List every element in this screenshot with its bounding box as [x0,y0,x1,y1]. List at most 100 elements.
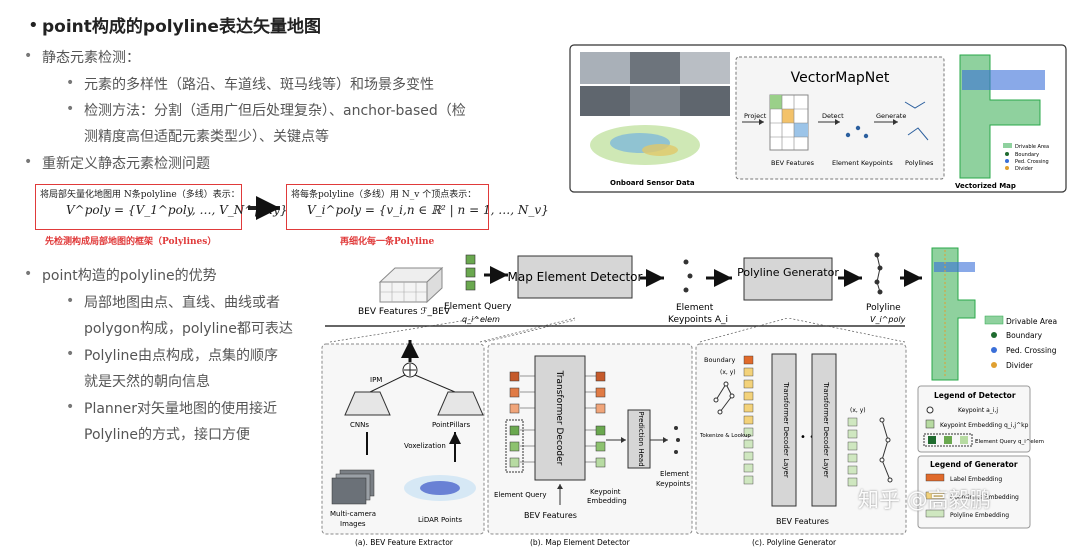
svg-text:Divider: Divider [1006,361,1034,370]
polyline-symbol: V_i^poly [870,315,906,324]
panel-c [695,343,907,535]
multicam-label: Multi-camera [330,510,376,518]
polyline-generator-label: Polyline Generator [737,266,839,279]
bullet-adv1-cont: polygon构成，polyline都可表达 [84,321,293,337]
map-element-detector-label: Map Element Detector [508,270,643,284]
detector-keypoints [674,426,680,454]
svg-text:Ped. Crossing: Ped. Crossing [1015,159,1049,165]
formula-left-box: 将局部矢量化地图用 N条polyline（多线）表示： V^poly = {V_… [35,184,287,230]
keypoints-symbol: Keypoints A_i [668,315,728,325]
formula-left-label: 将局部矢量化地图用 N条polyline（多线）表示： [40,190,240,200]
element-label: Element [676,303,714,313]
bullet-adv3-cont: Polyline的方式，接口方便 [84,427,250,443]
svg-text:Keypoint Embedding q_i,j^kp: Keypoint Embedding q_i,j^kp [940,422,1029,429]
svg-text:Coordinate Embedding: Coordinate Embedding [950,494,1019,501]
polylines-label-top: Polylines [905,159,934,167]
query-token [465,280,476,291]
decoder-layer-2-label: Transformer Decoder Layer [822,381,830,478]
formula-right-box: 将每条polyline（多线）用 N_v 个顶点表示： V_i^poly = {… [286,184,549,230]
formula-right-equation: V_i^poly = {v_i,n ∈ ℝ² | n = 1, …, N_v} [307,203,549,217]
panel-c-caption: (c). Polyline Generator [752,538,837,547]
bev-label-top: BEV Features [771,159,815,167]
cnn-trapezoid [344,391,391,416]
panel-b-bev: BEV Features [524,511,577,520]
legend-detector [917,385,1031,453]
bullet-adv3: Planner对矢量地图的使用接近 [84,401,278,417]
onboard-label: Onboard Sensor Data [610,179,695,187]
polyline-generator-box [743,257,833,301]
xy-label-output: (x, y) [850,407,866,414]
panel-b-element: Element [660,470,689,478]
title-bullet: • [28,15,39,36]
tokenize-label: Tokenize & Lookup [699,433,751,439]
bullet-adv2: Polyline由点构成，点集的顺序 [84,348,278,364]
prediction-head-label: Prediction Head [637,411,645,466]
watermark: 知乎 @高毅鹏 [858,488,991,512]
keypoints-top [845,125,869,139]
slide-title: point构成的polyline表达矢量地图 [42,17,321,37]
bev-features-label: BEV Features ℱ_BEV [358,307,451,317]
svg-text:Element Query q_i^elem: Element Query q_i^elem [975,439,1044,445]
xy-label-input: (x, y) [720,369,736,376]
bev-grid-top [769,94,809,151]
formula-left-caption: 先检测构成局部地图的框架（Polylines） [45,237,217,247]
polyline-label: Polyline [866,303,901,313]
bullet-adv1: 局部地图由点、直线、曲线或者 [84,295,280,311]
detect-label: Detect [822,112,844,120]
bullet-methods: 检测方法：分割（适用广但后处理复杂）、anchor-based（检 [84,103,466,119]
bullet-adv2-cont: 就是天然的朝向信息 [84,374,210,390]
svg-text:Boundary: Boundary [1006,331,1043,340]
panel-b-embedding: Embedding [587,497,627,505]
element-query-label: Element Query [444,302,512,312]
project-label: Project [744,112,767,120]
bullet-marker: • [24,154,33,170]
generate-label: Generate [876,112,906,120]
panel-a-caption: (a). BEV Feature Extractor [355,538,454,547]
keypoints-label-top: Element Keypoints [832,159,893,167]
map-element-detector-box [517,255,633,299]
keypoints-main [683,259,693,293]
element-query-symbol: q_i^elem [462,315,500,324]
bullet-static-detection: 静态元素检测： [42,50,140,66]
generator-input-tokens [743,355,754,485]
svg-text:Divider: Divider [1015,166,1034,172]
bev-cube [378,266,444,304]
bullet-diversity: 元素的多样性（路沿、车道线、斑马线等）和场景多变性 [84,77,434,93]
pointpillars-trapezoid [437,391,484,416]
bullet-marker: • [66,293,75,309]
bullet-methods-cont: 测精度高但适配元素类型少）、关键点等 [84,129,329,145]
cnns-label: CNNs [350,421,369,429]
ipm-label: IPM [370,376,382,384]
prediction-head-box [627,409,651,469]
main-map-legend: Drivable Area Boundary Ped. Crossing Div… [984,315,1057,370]
svg-text:Boundary: Boundary [1015,152,1039,158]
main-figure: BEV Features ℱ_BEV Element Query q_i^ele… [321,247,1057,547]
vectorized-map-label: Vectorized Map [955,182,1016,190]
legend-generator [917,455,1031,529]
bullet-marker: • [66,399,75,415]
multicam-images [331,469,375,505]
bullet-advantages: point构造的polyline的优势 [42,268,217,284]
bullet-marker: • [66,75,75,91]
svg-text:Drivable Area: Drivable Area [1006,317,1057,326]
vectormapnet-title: VectorMapNet [791,70,890,86]
bullet-marker: • [66,346,75,362]
panel-b-caption: (b). Map Element Detector [530,538,631,547]
decoder-layer-1 [771,353,797,507]
images-label: Images [340,520,366,528]
generator-output-polyline [879,417,893,483]
detector-output-tokens [595,371,606,468]
boundary-label: Boundary [704,356,735,364]
bullet-marker: • [66,101,75,117]
formula-right-label: 将每条polyline（多线）用 N_v 个顶点表示： [291,190,477,200]
transformer-decoder-label: Transformer Decoder [554,370,564,466]
decoder-layer-2 [811,353,837,507]
legend-detector-title: Legend of Detector [934,391,1016,400]
panel-b-keypoint: Keypoint [590,488,621,496]
formula-left-equation: V^poly = {V_1^poly, …, V_N^poly} [66,203,288,217]
bullet-redefine: 重新定义静态元素检测问题 [42,156,210,172]
decoder-layer-1-label: Transformer Decoder Layer [782,381,790,478]
panel-b-keypoints: Keypoints [656,480,691,488]
generator-output-tokens [847,417,858,487]
